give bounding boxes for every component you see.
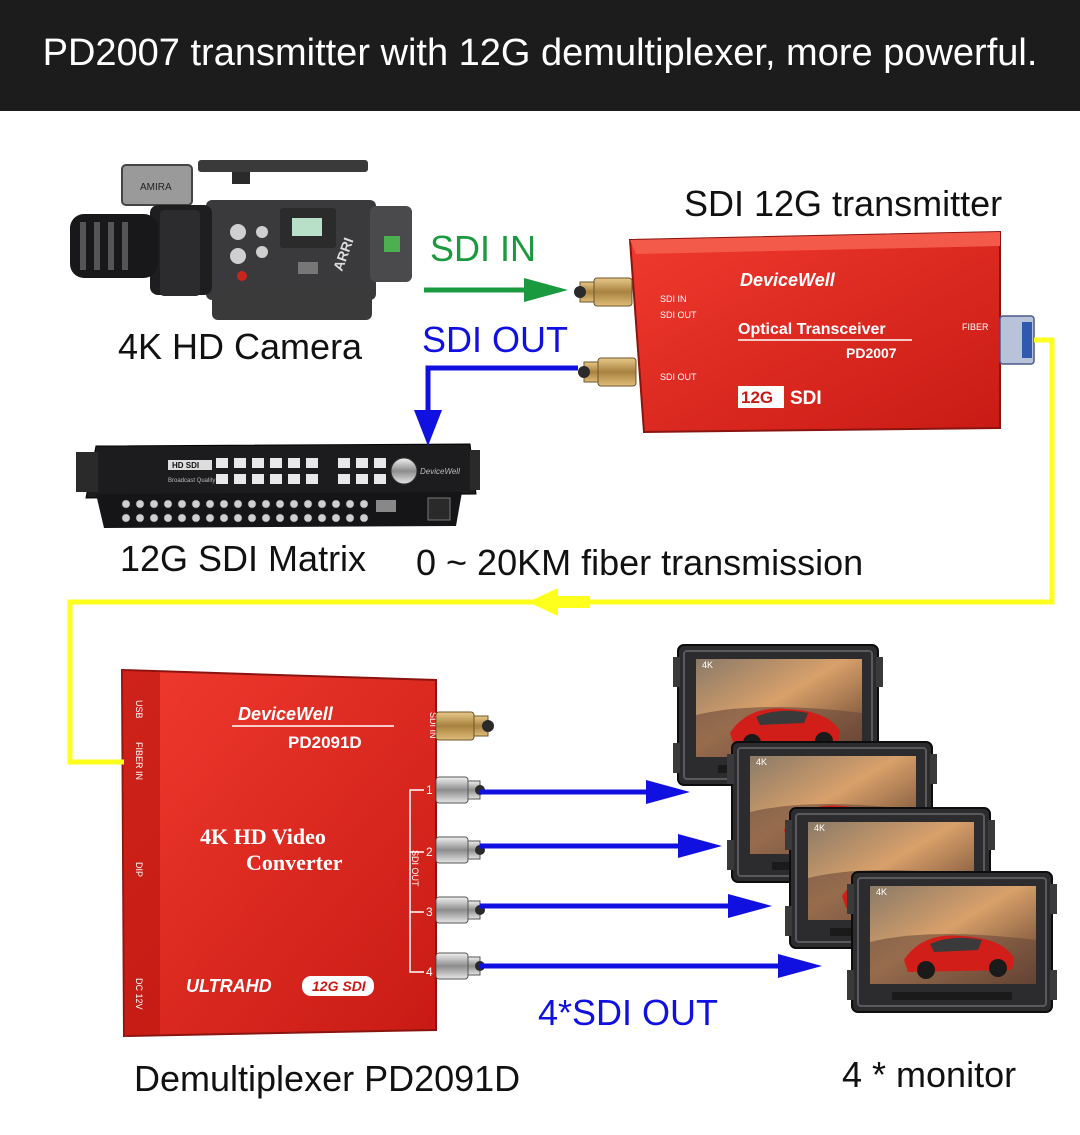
demux-port-4: 4 — [426, 965, 433, 979]
matrix-brand: DeviceWell — [420, 467, 460, 476]
transmitter-port-sdi-out-1: SDI OUT — [660, 310, 697, 320]
fiber-label: 0 ~ 20KM fiber transmission — [416, 542, 864, 583]
matrix-device-image: HD SDI Broadcast Quality DeviceWell — [76, 443, 480, 528]
matrix-label: 12G SDI Matrix — [120, 538, 367, 579]
header-banner: PD2007 transmitter with 12G demultiplexe… — [0, 0, 1080, 111]
demux-device-image: DeviceWell PD2091D 4K HD Video Converter… — [120, 668, 495, 1038]
transmitter-port-sdi-out-2: SDI OUT — [660, 372, 697, 382]
transmitter-model-text: PD2007 — [846, 345, 897, 361]
demux-side-dc: DC 12V — [134, 978, 144, 1010]
sdi-out-arrows — [480, 780, 822, 978]
transmitter-badge-text: SDI — [790, 388, 822, 409]
transmitter-brand-text: DeviceWell — [740, 270, 836, 290]
transmitter-device-image: DeviceWell Optical Transceiver PD2007 12… — [573, 230, 1035, 434]
camera-label: 4K HD Camera — [118, 326, 363, 367]
sdi-out-arrow — [414, 365, 578, 446]
transmitter-product-text: Optical Transceiver — [738, 321, 886, 338]
monitor-2-badge: 4K — [756, 757, 767, 767]
demux-line2: Converter — [246, 850, 343, 875]
monitor-4-badge: 4K — [876, 887, 887, 897]
demux-ultra: ULTRAHD — [186, 976, 272, 996]
transmitter-badge-box: 12G — [741, 388, 773, 407]
monitor-stack: 4K 4K 4K 4K — [672, 644, 1058, 1013]
demux-side-dip: DIP — [134, 862, 144, 877]
demux-label: Demultiplexer PD2091D — [134, 1058, 521, 1099]
monitors-label: 4 * monitor — [842, 1054, 1017, 1095]
demux-badge: 12G SDI — [312, 978, 367, 994]
monitor-1-badge: 4K — [702, 660, 713, 670]
transmitter-port-fiber: FIBER — [962, 322, 989, 332]
demux-port-3: 3 — [426, 905, 433, 919]
transmitter-label: SDI 12G transmitter — [684, 183, 1003, 224]
demux-side-usb: USB — [134, 700, 144, 719]
sdi-in-label: SDI IN — [430, 228, 537, 269]
demux-brand-text: DeviceWell — [238, 704, 334, 724]
transmitter-port-sdi-in: SDI IN — [660, 294, 687, 304]
matrix-caption: Broadcast Quality — [168, 478, 215, 484]
fiber-line — [67, 337, 1055, 765]
page-title: PD2007 transmitter with 12G demultiplexe… — [42, 32, 1038, 74]
demux-port-1: 1 — [426, 783, 433, 797]
monitor-3-badge: 4K — [814, 823, 825, 833]
sdi-out-4-label: 4*SDI OUT — [538, 992, 719, 1033]
demux-port-2: 2 — [426, 845, 433, 859]
sdi-out-label: SDI OUT — [422, 319, 569, 360]
demux-sdi-out: SDI OUT — [410, 850, 420, 887]
camera-brand-tag: AMIRA — [140, 182, 172, 193]
demux-line1: 4K HD Video — [200, 824, 326, 849]
matrix-badge: HD SDI — [172, 461, 199, 470]
camera-image: AMIRA ARRI — [70, 160, 412, 320]
demux-side-fiber: FIBER IN — [134, 742, 144, 780]
sdi-in-arrow — [424, 278, 568, 302]
demux-sdi-in: SDI IN — [428, 712, 438, 739]
demux-model-text: PD2091D — [288, 733, 362, 752]
